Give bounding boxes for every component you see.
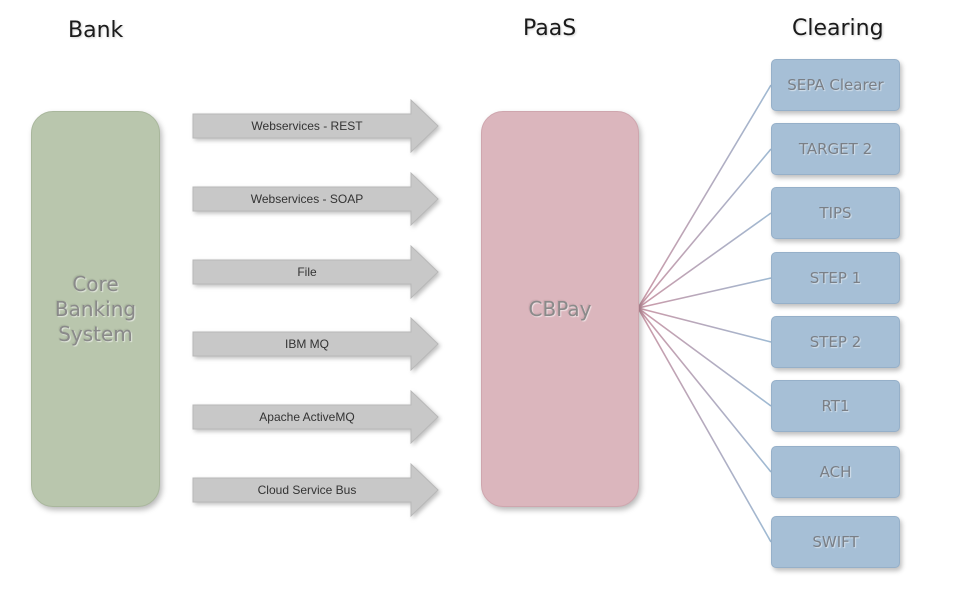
clearing-heading: Clearing bbox=[792, 16, 884, 41]
cbpay-label: CBPay bbox=[528, 296, 592, 321]
connector-line bbox=[637, 212, 772, 309]
clearer-step2: STEP 2 bbox=[771, 316, 900, 368]
connector-line bbox=[637, 307, 772, 343]
interface-arrow-cloud-bus: Cloud Service Bus bbox=[192, 462, 439, 518]
interface-label-cloud-bus: Cloud Service Bus bbox=[257, 483, 357, 497]
connector-line bbox=[637, 84, 772, 309]
clearer-swift: SWIFT bbox=[771, 516, 900, 568]
clearer-rt1: RT1 bbox=[771, 380, 900, 432]
interface-arrow-activemq: Apache ActiveMQ bbox=[192, 389, 439, 445]
clearer-step1: STEP 1 bbox=[771, 252, 900, 304]
interface-label-ibm-mq: IBM MQ bbox=[285, 337, 329, 351]
interface-arrow-ibm-mq: IBM MQ bbox=[192, 316, 439, 372]
core-banking-system-box: Core Banking System bbox=[31, 111, 160, 507]
paas-heading: PaaS bbox=[523, 16, 577, 41]
connector-line bbox=[637, 307, 772, 407]
interface-arrow-rest: Webservices - REST bbox=[192, 98, 439, 154]
interface-label-rest: Webservices - REST bbox=[251, 119, 363, 133]
interface-arrow-file: File bbox=[192, 244, 439, 300]
connector-line bbox=[637, 277, 772, 309]
connector-line bbox=[637, 148, 772, 309]
interface-label-file: File bbox=[297, 265, 317, 279]
interface-label-soap: Webservices - SOAP bbox=[250, 192, 364, 206]
interface-arrow-soap: Webservices - SOAP bbox=[192, 171, 439, 227]
clearer-ach: ACH bbox=[771, 446, 900, 498]
connector-line bbox=[637, 307, 772, 473]
connector-line bbox=[637, 307, 772, 543]
clearer-sepa: SEPA Clearer bbox=[771, 59, 900, 111]
core-banking-system-label: Core Banking System bbox=[54, 271, 137, 346]
clearer-tips: TIPS bbox=[771, 187, 900, 239]
cbpay-box: CBPay bbox=[481, 111, 639, 507]
clearer-target2: TARGET 2 bbox=[771, 123, 900, 175]
bank-heading: Bank bbox=[68, 18, 124, 43]
interface-label-activemq: Apache ActiveMQ bbox=[259, 410, 355, 424]
